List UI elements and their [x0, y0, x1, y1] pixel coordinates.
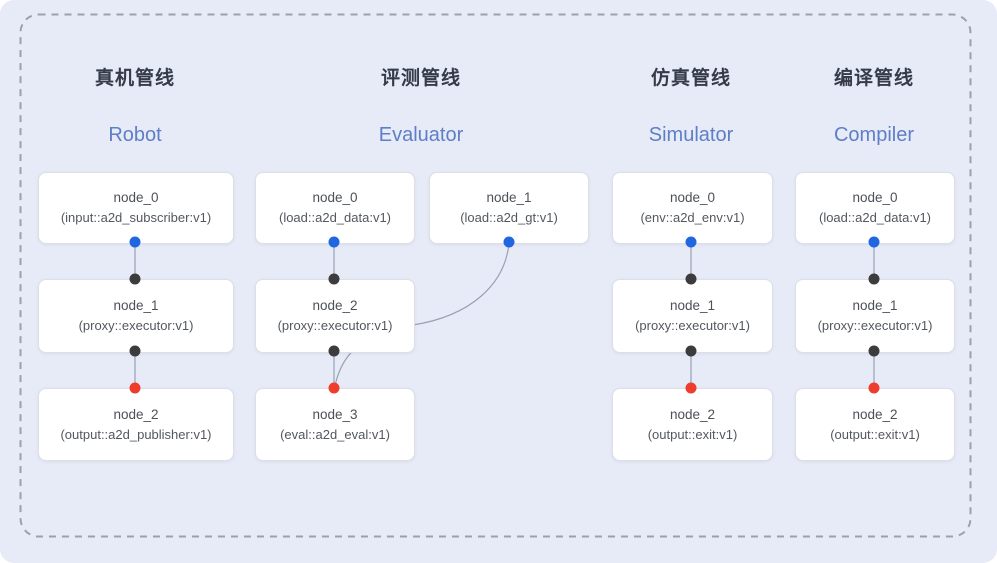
node-name: node_1: [113, 298, 159, 314]
node-name: node_0: [852, 190, 898, 206]
input-port-dot: [868, 273, 880, 285]
node-name: node_1: [486, 190, 532, 206]
node-card-evaluator-node0: node_0 (load::a2d_data:v1): [255, 172, 415, 244]
output-port-dot: [685, 236, 697, 248]
node-type: (load::a2d_data:v1): [818, 210, 932, 226]
node-name: node_1: [852, 298, 898, 314]
dashed-boundary: [19, 13, 972, 538]
node-name: node_2: [113, 406, 159, 422]
node-type: (input::a2d_subscriber:v1): [60, 210, 212, 226]
node-type: (proxy::executor:v1): [78, 318, 194, 334]
node-type: (load::a2d_data:v1): [278, 210, 392, 226]
node-type: (proxy::executor:v1): [635, 318, 750, 334]
node-type: (env::a2d_env:v1): [640, 210, 745, 226]
node-card-robot-node2: node_2 (output::a2d_publisher:v1): [38, 388, 234, 461]
output-port-dot: [328, 345, 340, 357]
node-card-evaluator-node2: node_2 (proxy::executor:v1): [255, 279, 415, 353]
pipeline-title-en-evaluator: Evaluator: [378, 124, 464, 146]
node-name: node_0: [312, 190, 358, 206]
input-port-dot: [129, 273, 141, 285]
node-card-simulator-node1: node_1 (proxy::executor:v1): [612, 279, 773, 353]
node-card-compiler-node0: node_0 (load::a2d_data:v1): [795, 172, 955, 244]
terminal-port-dot: [328, 382, 340, 394]
output-port-dot: [868, 236, 880, 248]
node-type: (load::a2d_gt:v1): [460, 210, 558, 226]
terminal-port-dot: [129, 382, 141, 394]
pipeline-title-zh-compiler: 编译管线: [833, 68, 914, 89]
terminal-port-dot: [685, 382, 697, 394]
pipeline-title-en-compiler: Compiler: [833, 124, 915, 146]
pipeline-title-zh-robot: 真机管线: [94, 68, 175, 89]
output-port-dot: [129, 345, 141, 357]
node-name: node_2: [669, 406, 716, 422]
node-type: (output::exit:v1): [647, 426, 738, 442]
output-port-dot: [868, 345, 880, 357]
node-name: node_3: [312, 406, 358, 422]
node-type: (output::a2d_publisher:v1): [60, 426, 212, 442]
node-card-robot-node0: node_0 (input::a2d_subscriber:v1): [38, 172, 234, 244]
node-card-evaluator-node3: node_3 (eval::a2d_eval:v1): [255, 388, 415, 461]
input-port-dot: [685, 273, 697, 285]
node-card-simulator-node0: node_0 (env::a2d_env:v1): [612, 172, 773, 244]
node-name: node_2: [312, 298, 358, 314]
node-name: node_0: [113, 190, 159, 206]
node-type: (proxy::executor:v1): [817, 318, 933, 334]
node-type: (proxy::executor:v1): [277, 318, 393, 334]
node-card-evaluator-node1: node_1 (load::a2d_gt:v1): [429, 172, 589, 244]
node-card-compiler-node2: node_2 (output::exit:v1): [795, 388, 955, 461]
output-port-dot: [328, 236, 340, 248]
output-port-dot: [129, 236, 141, 248]
output-port-dot: [685, 345, 697, 357]
node-type: (eval::a2d_eval:v1): [280, 426, 390, 442]
node-type: (output::exit:v1): [830, 426, 920, 442]
node-name: node_1: [669, 298, 716, 314]
output-port-dot: [503, 236, 515, 248]
pipeline-title-zh-evaluator: 评测管线: [380, 68, 461, 89]
pipeline-title-en-simulator: Simulator: [648, 124, 734, 146]
node-card-simulator-node2: node_2 (output::exit:v1): [612, 388, 773, 461]
node-card-compiler-node1: node_1 (proxy::executor:v1): [795, 279, 955, 353]
pipeline-title-en-robot: Robot: [108, 124, 162, 146]
node-card-robot-node1: node_1 (proxy::executor:v1): [38, 279, 234, 353]
node-name: node_0: [669, 190, 716, 206]
terminal-port-dot: [868, 382, 880, 394]
pipeline-title-zh-simulator: 仿真管线: [650, 68, 731, 89]
node-name: node_2: [852, 406, 898, 422]
input-port-dot: [328, 273, 340, 285]
